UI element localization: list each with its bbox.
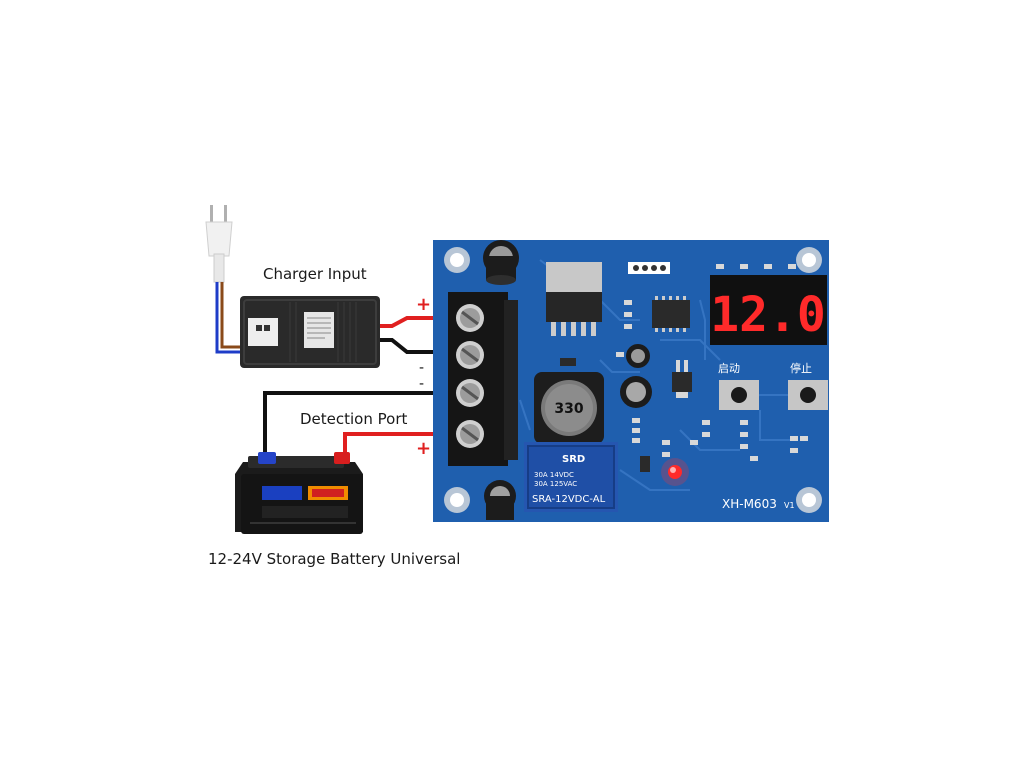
terminal-minus-1: - xyxy=(419,360,424,376)
display-value: 12.0 xyxy=(710,287,826,343)
terminal-minus-2: - xyxy=(419,376,424,392)
seven-segment-display-icon: 12.0 xyxy=(710,275,827,345)
microcontroller-chip xyxy=(652,296,690,332)
adapter-red-wire xyxy=(380,316,450,328)
terminal-screw-1 xyxy=(456,304,484,332)
inductor-marking: 330 xyxy=(554,401,583,417)
power-adapter-icon xyxy=(240,296,380,368)
pin-header xyxy=(628,262,670,274)
screw-terminal-icon xyxy=(448,292,518,466)
start-button[interactable]: 启动 xyxy=(718,362,759,410)
relay-icon: SRD 30A 14VDC 30A 125VAC SRA-12VDC-AL xyxy=(524,442,618,512)
smd-components xyxy=(560,264,808,461)
mounting-holes xyxy=(444,247,822,513)
relay-brand: SRD xyxy=(562,454,585,465)
terminal-screw-2 xyxy=(456,341,484,369)
charger-input-label: Charger Input xyxy=(263,265,367,283)
plug-icon xyxy=(205,205,233,283)
adapter-black-wire xyxy=(380,338,450,354)
relay-rating-1: 30A 14VDC xyxy=(534,471,574,479)
led-icon xyxy=(640,456,689,486)
detection-port-label: Detection Port xyxy=(300,410,408,428)
board-model: XH-M603 xyxy=(722,497,777,511)
terminal-plus-top: + xyxy=(416,294,431,315)
capacitor-icon xyxy=(483,240,652,520)
start-button-label: 启动 xyxy=(718,362,740,375)
battery-label: 12-24V Storage Battery Universal xyxy=(208,550,461,568)
board-version: V1 xyxy=(784,501,795,510)
terminal-plus-bottom: + xyxy=(416,438,431,459)
stop-button[interactable]: 停止 xyxy=(788,361,828,410)
inductor-icon: 330 xyxy=(534,372,604,444)
relay-model: SRA-12VDC-AL xyxy=(532,494,606,505)
relay-rating-2: 30A 125VAC xyxy=(534,480,577,488)
battery-negative-wire xyxy=(263,391,450,460)
stop-button-label: 停止 xyxy=(790,361,812,375)
terminal-screw-4 xyxy=(456,420,484,448)
battery-positive-wire xyxy=(343,432,450,460)
battery-icon xyxy=(235,452,363,534)
mains-cord xyxy=(215,282,245,354)
terminal-screw-3 xyxy=(456,379,484,407)
regulator-chip xyxy=(546,262,602,336)
